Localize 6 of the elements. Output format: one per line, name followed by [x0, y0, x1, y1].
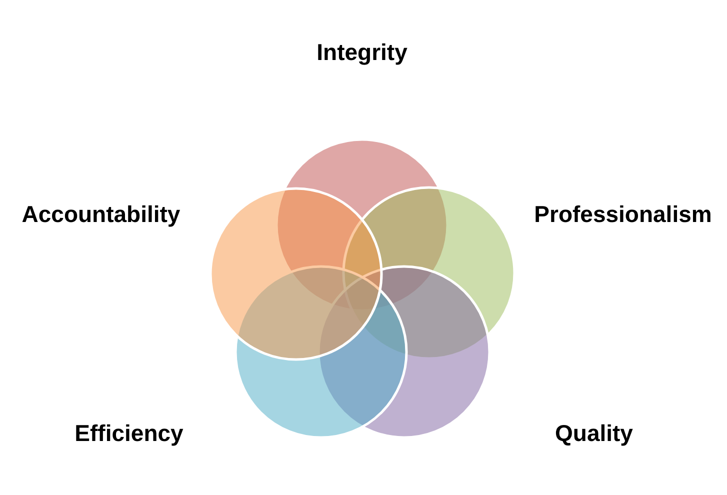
- venn-circle: [209, 187, 383, 361]
- circle-label: Professionalism: [534, 200, 712, 228]
- circle-label: Accountability: [22, 200, 180, 228]
- circle-label: Quality: [555, 420, 633, 446]
- circle-label: Efficiency: [74, 420, 184, 446]
- circle-label: Integrity: [316, 38, 408, 66]
